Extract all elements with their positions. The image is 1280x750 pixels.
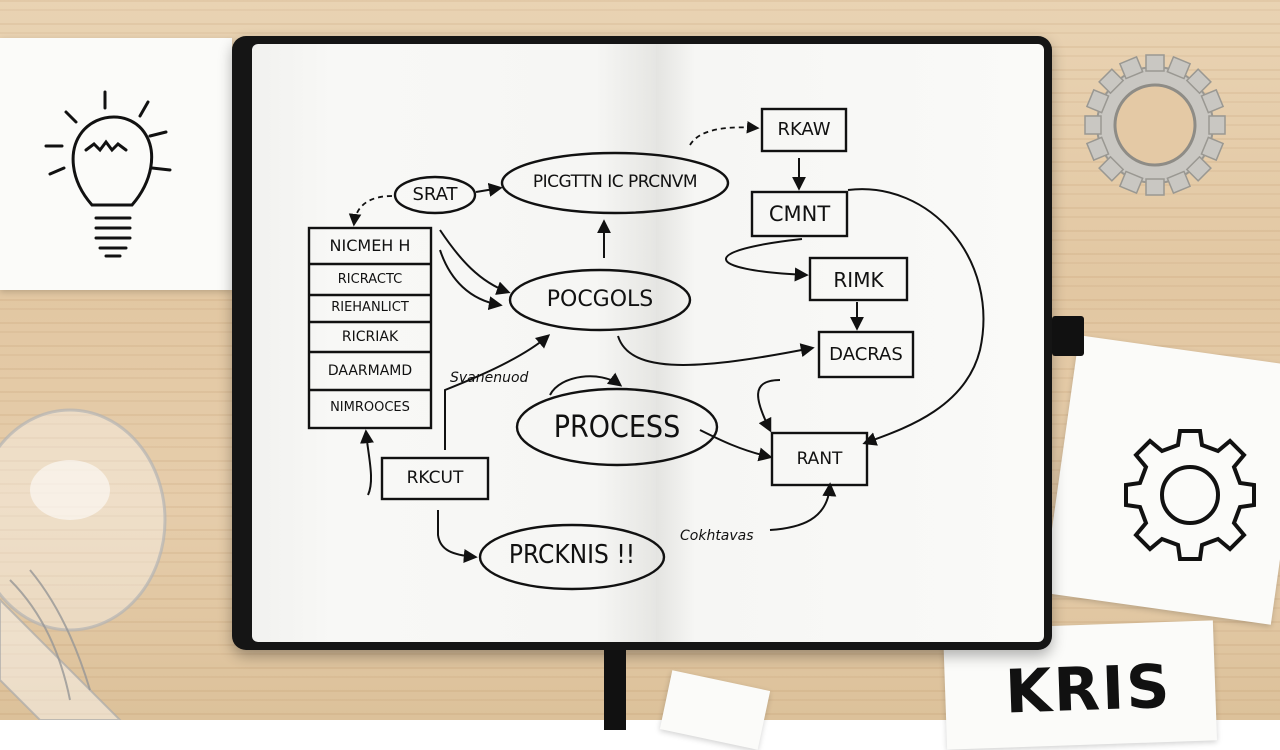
annotation-bottom: Cokhtavas (680, 528, 754, 544)
list-item: RICRIAK (341, 329, 399, 345)
lightbulb-sketch-icon (44, 90, 172, 258)
node-cmnt: CMNT (768, 202, 831, 226)
gear-outline-icon (1124, 429, 1256, 561)
glass-lightbulb-icon (0, 408, 167, 720)
list-item: RICRACTC (337, 272, 403, 287)
node-rimk: RIMK (833, 268, 884, 292)
sketch-overlay (0, 54, 1256, 720)
diagram-labels: SRAT PICGTTN IC PRCNVM POCGOLS PROCESS P… (0, 0, 1280, 720)
list-item: NICMEH H (329, 236, 411, 255)
node-prcknis: PRCKNIS !! (508, 540, 636, 570)
node-pocgols: POCGOLS (546, 287, 654, 312)
node-rkcut: RKCUT (406, 468, 464, 488)
metal-gear-icon (1084, 54, 1226, 196)
annotation-left: Svanenuod (450, 370, 529, 386)
notebook-left-page (252, 44, 656, 642)
node-process: PROCESS (553, 410, 681, 445)
list-item: NIMROOCES (330, 400, 410, 415)
bookmark-ribbon (604, 650, 626, 730)
notebook-elastic-tab (1052, 316, 1084, 356)
node-rkaw: RKAW (777, 119, 831, 140)
list-item: DAARMAMD (327, 363, 413, 379)
node-rant: RANT (796, 449, 843, 469)
node-start: SRAT (412, 184, 458, 205)
notebook-right-page (656, 44, 1044, 642)
list-item: RIEHANLICT (331, 300, 409, 315)
node-top-oval: PICGTTN IC PRCNVM (532, 172, 698, 192)
node-dacras: DACRAS (829, 344, 903, 365)
